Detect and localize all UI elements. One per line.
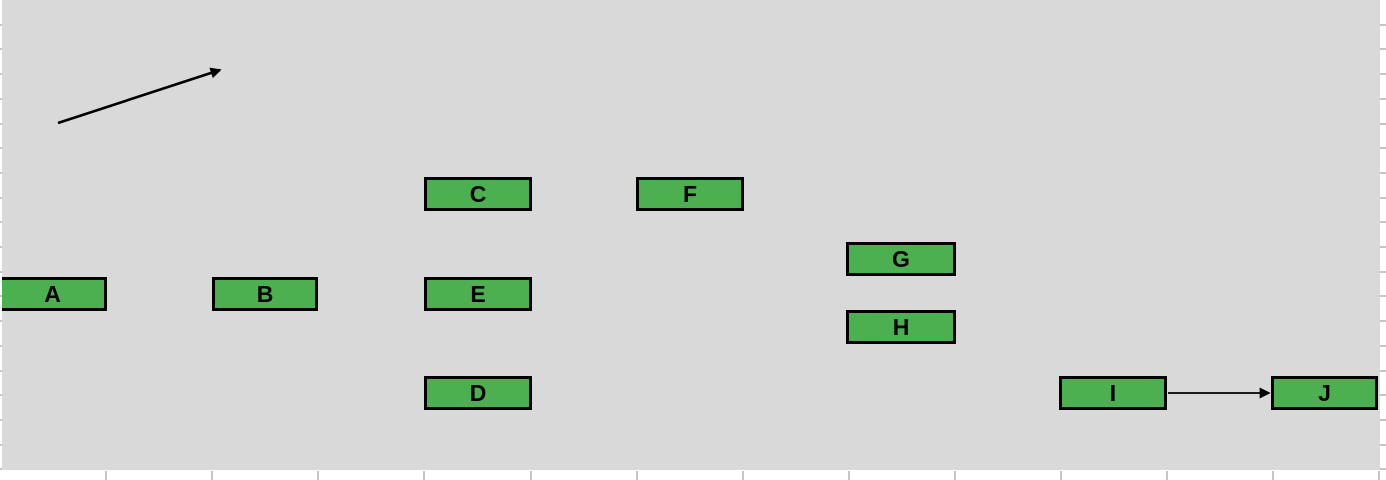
row-gridline-tick xyxy=(0,344,2,347)
row-gridline-tick xyxy=(1380,443,1386,446)
row-gridline-tick xyxy=(0,196,2,199)
column-gridline-tick xyxy=(529,471,532,480)
node-label: E xyxy=(470,280,486,307)
row-gridline-tick xyxy=(0,369,2,372)
node-g[interactable]: G xyxy=(846,242,956,276)
row-gridline-tick xyxy=(1380,468,1386,471)
column-gridline-tick xyxy=(741,471,744,480)
node-label: C xyxy=(469,180,487,207)
row-gridline-tick xyxy=(1380,295,1386,298)
row-gridline-tick xyxy=(1380,196,1386,199)
row-gridline-tick xyxy=(1380,394,1386,397)
row-gridline-tick xyxy=(0,246,2,248)
row-gridline-tick xyxy=(1380,122,1386,125)
column-gridline-tick xyxy=(1166,471,1169,480)
node-label: H xyxy=(892,313,910,340)
row-gridline-tick xyxy=(1380,344,1386,347)
row-gridline-tick xyxy=(0,320,2,323)
column-gridline-tick xyxy=(953,471,956,480)
node-a[interactable]: A xyxy=(0,277,107,311)
node-h[interactable]: H xyxy=(846,310,956,344)
bottom-gridline-strip xyxy=(0,470,1386,480)
node-label: G xyxy=(892,245,910,272)
column-gridline-tick xyxy=(211,471,214,480)
row-gridline-tick xyxy=(1380,171,1386,174)
row-gridline-tick xyxy=(0,270,2,273)
row-gridline-tick xyxy=(0,23,2,26)
row-gridline-tick xyxy=(0,147,2,150)
row-gridline-tick xyxy=(0,48,2,51)
column-gridline-tick xyxy=(847,471,850,480)
row-gridline-tick xyxy=(1380,48,1386,51)
row-gridline-tick xyxy=(0,468,2,471)
column-gridline-tick xyxy=(423,471,426,480)
left-gridline-strip xyxy=(0,0,2,471)
row-gridline-tick xyxy=(1380,23,1386,26)
row-gridline-tick xyxy=(0,394,2,397)
column-gridline-tick xyxy=(317,471,320,480)
row-gridline-tick xyxy=(0,443,2,446)
row-gridline-tick xyxy=(1380,97,1386,100)
row-gridline-tick xyxy=(1380,369,1386,372)
node-label: D xyxy=(469,379,487,406)
node-e[interactable]: E xyxy=(424,277,532,311)
column-gridline-tick xyxy=(105,471,108,480)
row-gridline-tick xyxy=(1380,147,1386,150)
row-gridline-tick xyxy=(0,295,2,298)
node-i[interactable]: I xyxy=(1059,376,1167,410)
column-gridline-tick xyxy=(1272,471,1275,480)
row-gridline-tick xyxy=(0,73,2,76)
node-label: I xyxy=(1109,379,1117,406)
column-gridline-tick xyxy=(1378,471,1381,480)
node-label: F xyxy=(682,180,698,207)
row-gridline-tick xyxy=(0,97,2,100)
node-label: A xyxy=(44,280,61,307)
column-gridline-tick xyxy=(635,471,638,480)
row-gridline-tick xyxy=(1380,221,1386,224)
node-b[interactable]: B xyxy=(212,277,318,311)
row-gridline-tick xyxy=(1380,320,1386,323)
row-gridline-tick xyxy=(1380,246,1386,248)
row-gridline-tick xyxy=(1380,270,1386,273)
right-gridline-strip xyxy=(1380,0,1386,471)
node-f[interactable]: F xyxy=(636,177,744,211)
row-gridline-tick xyxy=(0,221,2,224)
node-label: B xyxy=(256,280,274,307)
node-d[interactable]: D xyxy=(424,376,532,410)
row-gridline-tick xyxy=(0,418,2,421)
row-gridline-tick xyxy=(0,122,2,125)
node-label: J xyxy=(1318,379,1331,406)
row-gridline-tick xyxy=(1380,418,1386,421)
row-gridline-tick xyxy=(0,171,2,174)
column-gridline-tick xyxy=(1060,471,1062,480)
node-c[interactable]: C xyxy=(424,177,532,211)
node-j[interactable]: J xyxy=(1271,376,1378,410)
row-gridline-tick xyxy=(1380,73,1386,76)
